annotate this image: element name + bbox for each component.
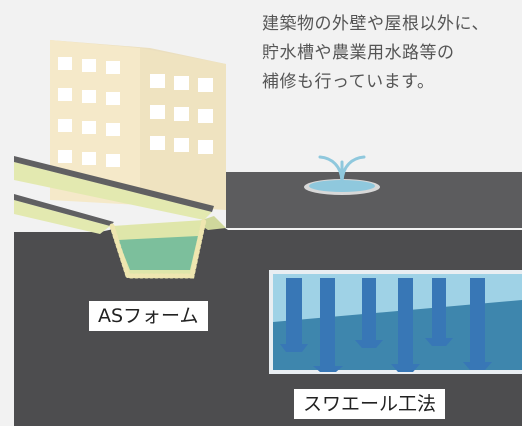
fountain-spray	[318, 155, 366, 183]
ground-surface	[226, 172, 522, 228]
building-windows-side	[150, 74, 213, 154]
channel-upper-slab-edge	[14, 156, 214, 212]
building-side-wall	[140, 48, 226, 210]
swall-method-label: スワエール工法	[294, 389, 446, 419]
channel-lower-slab	[14, 200, 110, 234]
channel-lower-slab-edge	[14, 194, 114, 226]
fountain	[304, 155, 380, 195]
caption-line-1: 建築物の外壁や屋根以外に、	[262, 14, 489, 34]
tank-pillars	[280, 278, 492, 372]
building	[50, 40, 226, 210]
underground-tank	[269, 270, 522, 374]
trench-foam-border	[109, 217, 207, 279]
caption-line-3: 補修も行っています。	[262, 72, 435, 92]
tank-water	[273, 300, 522, 370]
channel-upper-slab	[14, 162, 212, 220]
fountain-water	[309, 180, 375, 192]
caption-line-2: 貯水槽や農業用水路等の	[262, 43, 455, 63]
trench-water	[118, 236, 198, 270]
caption-text: 建築物の外壁や屋根以外に、 貯水槽や農業用水路等の 補修も行っています。	[262, 10, 520, 97]
channel-embankment	[14, 156, 226, 234]
as-foam-trench	[109, 217, 207, 279]
as-foam-label: ASフォーム	[89, 301, 208, 331]
building-windows-front	[58, 57, 120, 167]
